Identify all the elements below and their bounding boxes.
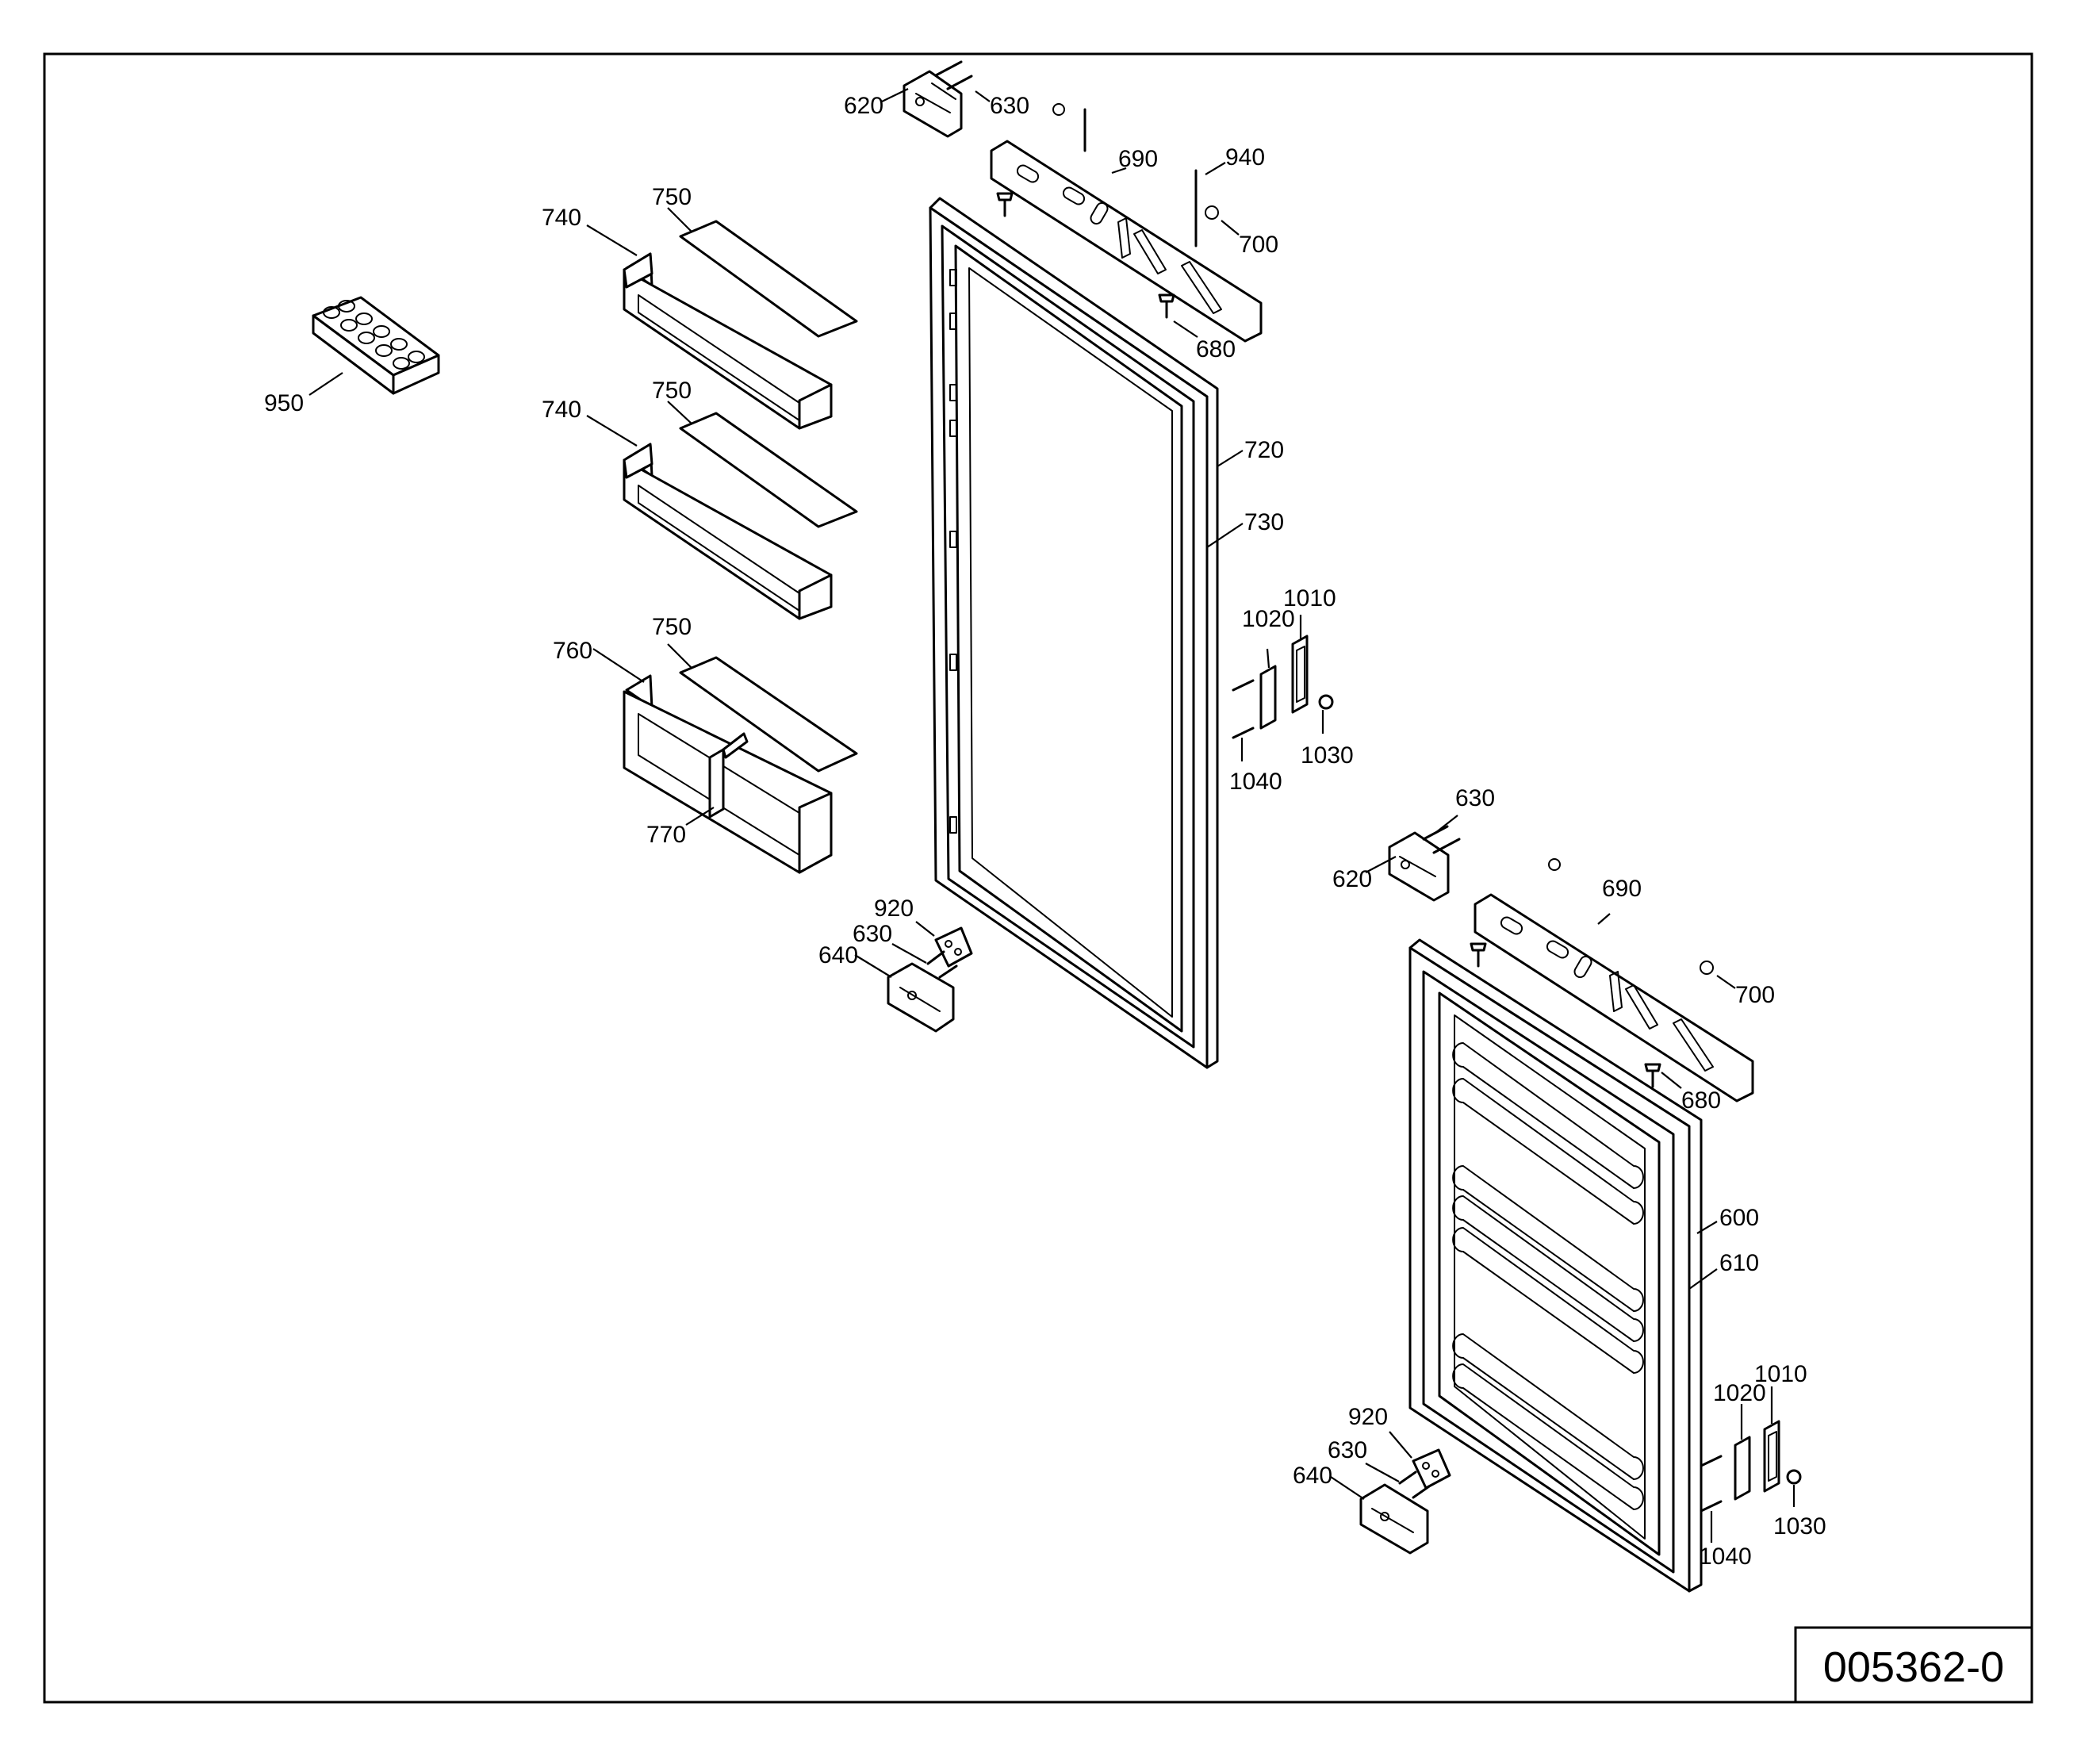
label-1040-lower: 1040 [1699,1544,1752,1570]
label-630-freezer-upper: 630 [1455,785,1495,811]
label-950: 950 [264,390,304,416]
part-770-bottle-holder [685,732,749,826]
part-750-shelf-cover-lower [667,643,858,773]
part-1030-screw-upper [1318,694,1334,734]
part-1010-handle-bracket-lower [1763,1386,1780,1493]
part-1040-screws-lower [1700,1455,1723,1543]
label-630-upper: 630 [990,93,1029,119]
part-950-egg-tray [309,296,440,396]
part-1010-handle-bracket-upper [1291,615,1309,714]
label-610: 610 [1719,1250,1759,1276]
label-600: 600 [1719,1205,1759,1231]
part-740-door-shelf-middle [586,415,833,620]
label-1040-upper: 1040 [1229,769,1282,795]
label-1010-lower: 1010 [1754,1361,1807,1387]
part-640-lower-hinge-lower [1330,1476,1429,1555]
part-1040-screws-upper [1232,679,1255,761]
part-1020-handle-upper [1259,648,1277,730]
part-750-shelf-cover-upper [667,207,858,338]
label-750-upper: 750 [652,184,692,210]
label-920-lower: 920 [1348,1404,1388,1430]
label-640-lower: 640 [1293,1463,1332,1489]
part-720-fridge-door [929,197,1244,1069]
label-700-upper: 700 [1239,232,1278,258]
part-700-nut-lower [1700,961,1736,989]
label-940: 940 [1225,144,1265,171]
label-690-lower: 690 [1602,876,1642,902]
label-620-upper: 620 [844,93,883,119]
drawing-number-box: 005362-0 [1794,1626,2033,1704]
part-680-screw-upper [996,192,1198,338]
label-640-upper: 640 [818,942,858,968]
part-600-freezer-door [1408,938,1718,1593]
part-730-door-gasket [1206,523,1244,548]
label-1030-lower: 1030 [1773,1513,1826,1540]
part-700-nut-upper [1052,103,1240,236]
label-740-upper: 740 [542,205,581,231]
part-1030-screw-lower [1786,1469,1802,1507]
part-740-door-shelf-upper [586,224,833,430]
label-680-upper: 680 [1196,336,1236,362]
label-740-middle: 740 [542,397,581,423]
part-760-bottle-shelf [592,648,833,874]
label-770: 770 [646,822,686,848]
part-630-screws-lower-lower [1365,1463,1431,1499]
label-1030-upper: 1030 [1301,742,1354,769]
part-750-shelf-cover-middle [667,401,858,528]
label-1020-lower: 1020 [1713,1380,1766,1406]
part-690-mounting-bracket-lower [1474,858,1754,1102]
part-620-upper-hinge [881,70,963,138]
label-630-lower-upper: 630 [853,921,892,947]
part-920-hinge-plate-lower [1389,1431,1451,1490]
part-620-freezer-upper-hinge [1365,831,1450,902]
label-750-middle: 750 [652,378,692,404]
label-920-upper: 920 [874,895,914,922]
label-1020-upper: 1020 [1242,606,1295,632]
label-1010-upper: 1010 [1283,585,1336,612]
part-1020-handle-lower [1734,1404,1751,1501]
label-690-upper: 690 [1118,146,1158,172]
label-750-lower: 750 [652,614,692,640]
label-730: 730 [1244,509,1284,535]
part-940-pin [1194,162,1226,247]
part-640-lower-hinge-upper [854,954,955,1033]
part-630-screws-lower-upper [891,943,958,979]
part-920-hinge-plate-upper [915,921,973,968]
part-610-freezer-gasket [1688,1268,1718,1290]
part-690-mounting-bracket-upper [990,108,1263,343]
drawing-border [43,52,2033,1704]
part-680-screw-lower [1470,942,1682,1089]
label-630-lower-lower: 630 [1328,1437,1367,1463]
part-630-freezer-upper-screws [1422,815,1461,854]
label-680-lower: 680 [1681,1087,1721,1114]
part-630-upper-screws [934,60,991,102]
label-760: 760 [553,638,592,664]
drawing-number: 005362-0 [1823,1643,2004,1691]
label-700-lower: 700 [1735,982,1775,1008]
label-620-freezer: 620 [1332,866,1372,892]
label-720: 720 [1244,437,1284,463]
